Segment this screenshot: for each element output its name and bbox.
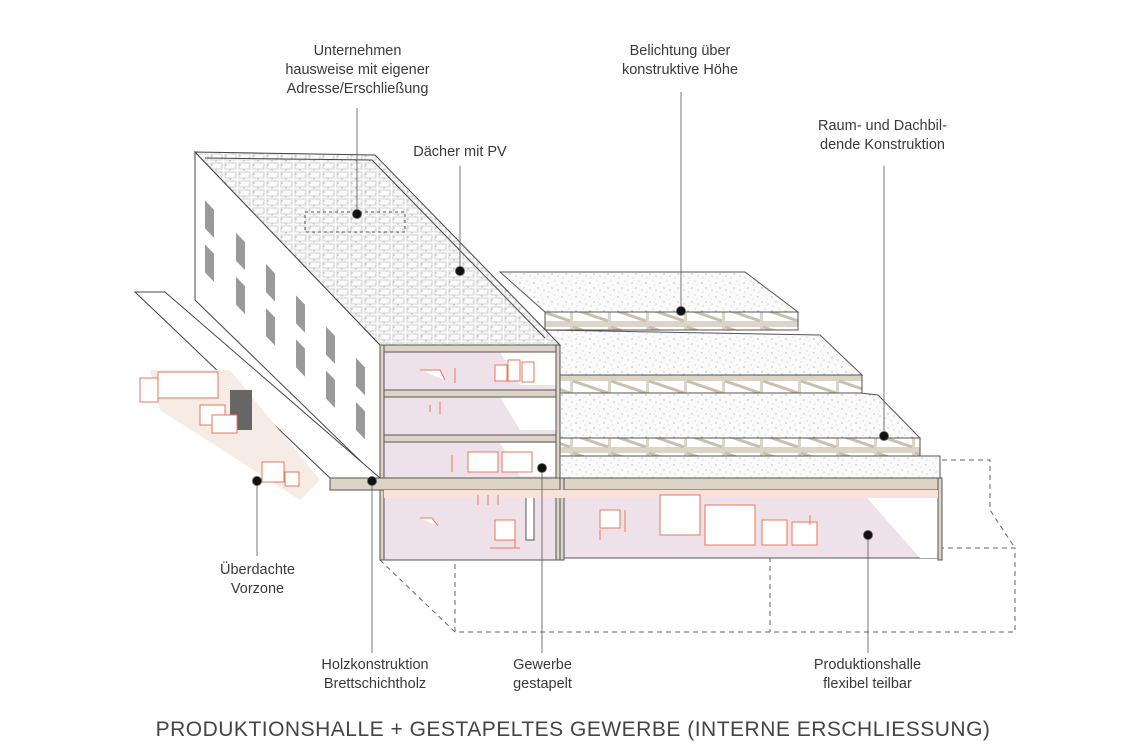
label-line: Unternehmen (313, 43, 402, 59)
label-halle: Produktionshalle flexibel teilbar (795, 656, 940, 694)
leader-lines (252, 92, 889, 653)
hall-roofs (498, 271, 941, 479)
label-line: gestapelt (513, 676, 572, 692)
label-line: Dächer mit PV (413, 144, 507, 160)
label-line: Adresse/Erschließung (286, 81, 429, 97)
label-vorzone: Überdachte Vorzone (200, 561, 315, 599)
label-line: Holzkonstruktion (321, 657, 429, 673)
label-daecher: Dächer mit PV (390, 143, 530, 162)
facade-windows (205, 200, 365, 440)
label-holz: Holzkonstruktion Brettschichtholz (300, 656, 450, 694)
window (205, 200, 214, 238)
window (266, 264, 275, 302)
window (356, 357, 365, 396)
window (236, 276, 245, 315)
label-line: Produktionshalle (813, 657, 922, 673)
window (296, 295, 305, 333)
label-line: Belichtung über (629, 43, 731, 59)
label-raum: Raum- und Dachbil- dende Konstruktion (790, 117, 975, 155)
window (205, 244, 214, 282)
label-line: Brettschichtholz (323, 676, 427, 692)
window (326, 326, 335, 365)
window (326, 370, 335, 409)
window (236, 232, 245, 271)
label-belichtung: Belichtung über konstruktive Höhe (590, 42, 770, 80)
label-line: Raum- und Dachbil- (818, 118, 947, 134)
label-unternehmen: Unternehmen hausweise mit eigener Adress… (255, 42, 460, 99)
window (296, 339, 305, 377)
window (266, 308, 275, 346)
label-line: hausweise mit eigener (285, 62, 430, 78)
label-line: Überdachte (220, 562, 295, 578)
label-gewerbe: Gewerbe gestapelt (490, 656, 595, 694)
window (356, 401, 365, 440)
equipment-and-people (139, 359, 818, 549)
label-line: dende Konstruktion (820, 137, 945, 153)
label-line: flexibel teilbar (823, 676, 912, 692)
caption: PRODUKTIONSHALLE + GESTAPELTES GEWERBE (… (155, 718, 991, 741)
label-line: Vorzone (230, 581, 285, 597)
label-line: konstruktive Höhe (621, 62, 739, 78)
label-line: Gewerbe (513, 657, 572, 673)
